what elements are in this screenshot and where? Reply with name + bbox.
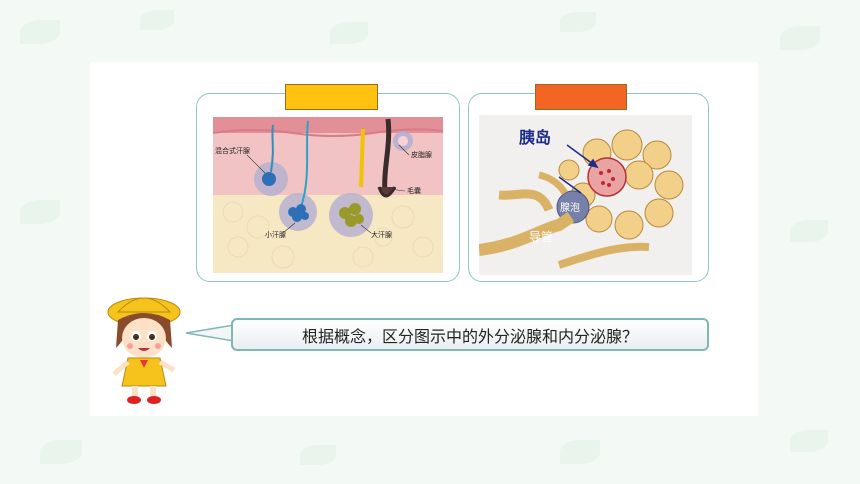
speech-bubble-tail (186, 324, 235, 342)
question-text: 根据概念，区分图示中的外分泌腺和内分泌腺？ (301, 326, 638, 346)
label-hair-follicle: 毛囊 (407, 186, 421, 195)
skin-gland-diagram: 混合式汗腺 皮脂腺 毛囊 小汗腺 大汗腺 (213, 117, 443, 273)
label-islet: 胰岛 (519, 128, 551, 147)
label-acinus: 腺泡 (560, 201, 580, 214)
question-bubble: 根据概念，区分图示中的外分泌腺和内分泌腺？ (231, 318, 709, 351)
pancreas-diagram: 胰岛 腺泡 导管 (479, 115, 692, 275)
label-box-yellow[interactable] (285, 84, 378, 110)
label-mixed-sweat-gland: 混合式汗腺 (215, 146, 250, 155)
cartoon-girl-mascot (104, 290, 188, 406)
label-sebaceous-gland: 皮脂腺 (411, 150, 432, 159)
label-large-sweat-gland: 大汗腺 (371, 230, 392, 239)
label-small-sweat-gland: 小汗腺 (265, 230, 286, 239)
label-box-orange[interactable] (535, 84, 627, 110)
label-duct: 导管 (529, 229, 553, 244)
